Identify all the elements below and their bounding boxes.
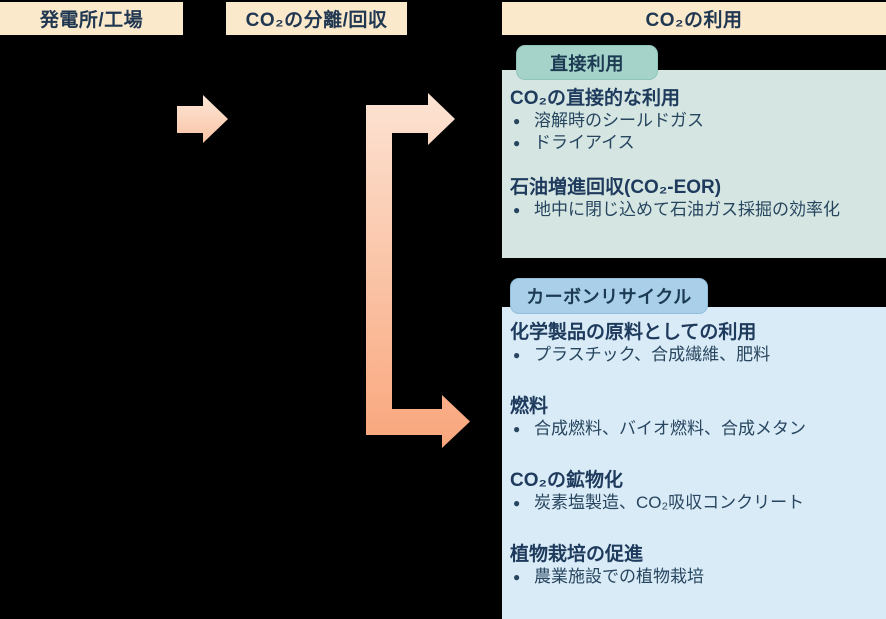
group-title: 植物栽培の促進: [510, 544, 644, 565]
group-title: 化学製品の原料としての利用: [510, 322, 757, 343]
content-group: 燃料 ● 合成燃料、バイオ燃料、合成メタン: [510, 395, 876, 440]
header-co2-separation-capture: CO₂の分離/回収: [226, 2, 407, 35]
group-title: CO₂の鉱物化: [510, 470, 623, 491]
bullet-item: ● プラスチック、合成繊維、肥料: [510, 344, 876, 366]
panel-carbon-recycling: 化学製品の原料としての利用 ● プラスチック、合成繊維、肥料燃料 ● 合成燃料、バイオ燃…: [502, 307, 886, 619]
bullet-text: 溶解時のシールドガス: [534, 111, 704, 130]
group-title: CO₂の直接的な利用: [510, 88, 680, 109]
content-group: 植物栽培の促進 ● 農業施設での植物栽培: [510, 543, 876, 588]
bullet-item: ● 合成燃料、バイオ燃料、合成メタン: [510, 418, 876, 440]
flow-arrow-right-icon: [177, 95, 228, 143]
group-title: 石油増進回収(CO₂-EOR): [510, 177, 722, 198]
panel-direct-use: CO₂の直接的な利用 ● 溶解時のシールドガス ● ドライアイス石油増進回収(CO₂-E…: [502, 70, 886, 258]
bullet-text: 農業施設での植物栽培: [534, 567, 704, 586]
bullet-text: ドライアイス: [534, 133, 635, 152]
tag-direct-use: 直接利用: [516, 45, 658, 80]
group-title: 燃料: [510, 396, 549, 417]
bullet-item: ● 溶解時のシールドガス: [510, 110, 876, 132]
tag-carbon-recycling: カーボンリサイクル: [510, 278, 708, 314]
header-power-plant-factory: 発電所/工場: [0, 2, 183, 35]
content-group: CO₂の直接的な利用 ● 溶解時のシールドガス ● ドライアイス: [510, 87, 876, 154]
bullet-item: ● 地中に閉じ込めて石油ガス採掘の効率化: [510, 199, 876, 221]
flow-arrow-branch-icon: [366, 93, 470, 448]
bullet-text: プラスチック、合成繊維、肥料: [534, 345, 771, 364]
bullet-icon: ●: [513, 136, 521, 150]
bullet-icon: ●: [513, 348, 521, 362]
bullet-icon: ●: [513, 570, 521, 584]
content-group: 石油増進回収(CO₂-EOR) ● 地中に閉じ込めて石油ガス採掘の効率化: [510, 176, 876, 221]
header-co2-utilization: CO₂の利用: [502, 2, 886, 35]
content-group: 化学製品の原料としての利用 ● プラスチック、合成繊維、肥料: [510, 321, 876, 366]
bullet-item: ● 炭素塩製造、CO₂吸収コンクリート: [510, 492, 876, 514]
bullet-icon: ●: [513, 496, 521, 510]
bullet-icon: ●: [513, 203, 521, 217]
bullet-text: 合成燃料、バイオ燃料、合成メタン: [534, 419, 806, 438]
bullet-item: ● ドライアイス: [510, 132, 876, 154]
bullet-icon: ●: [513, 114, 521, 128]
bullet-text: 炭素塩製造、CO₂吸収コンクリート: [534, 493, 805, 512]
bullet-text: 地中に閉じ込めて石油ガス採掘の効率化: [534, 200, 840, 219]
bullet-item: ● 農業施設での植物栽培: [510, 566, 876, 588]
content-group: CO₂の鉱物化 ● 炭素塩製造、CO₂吸収コンクリート: [510, 469, 876, 514]
bullet-icon: ●: [513, 422, 521, 436]
